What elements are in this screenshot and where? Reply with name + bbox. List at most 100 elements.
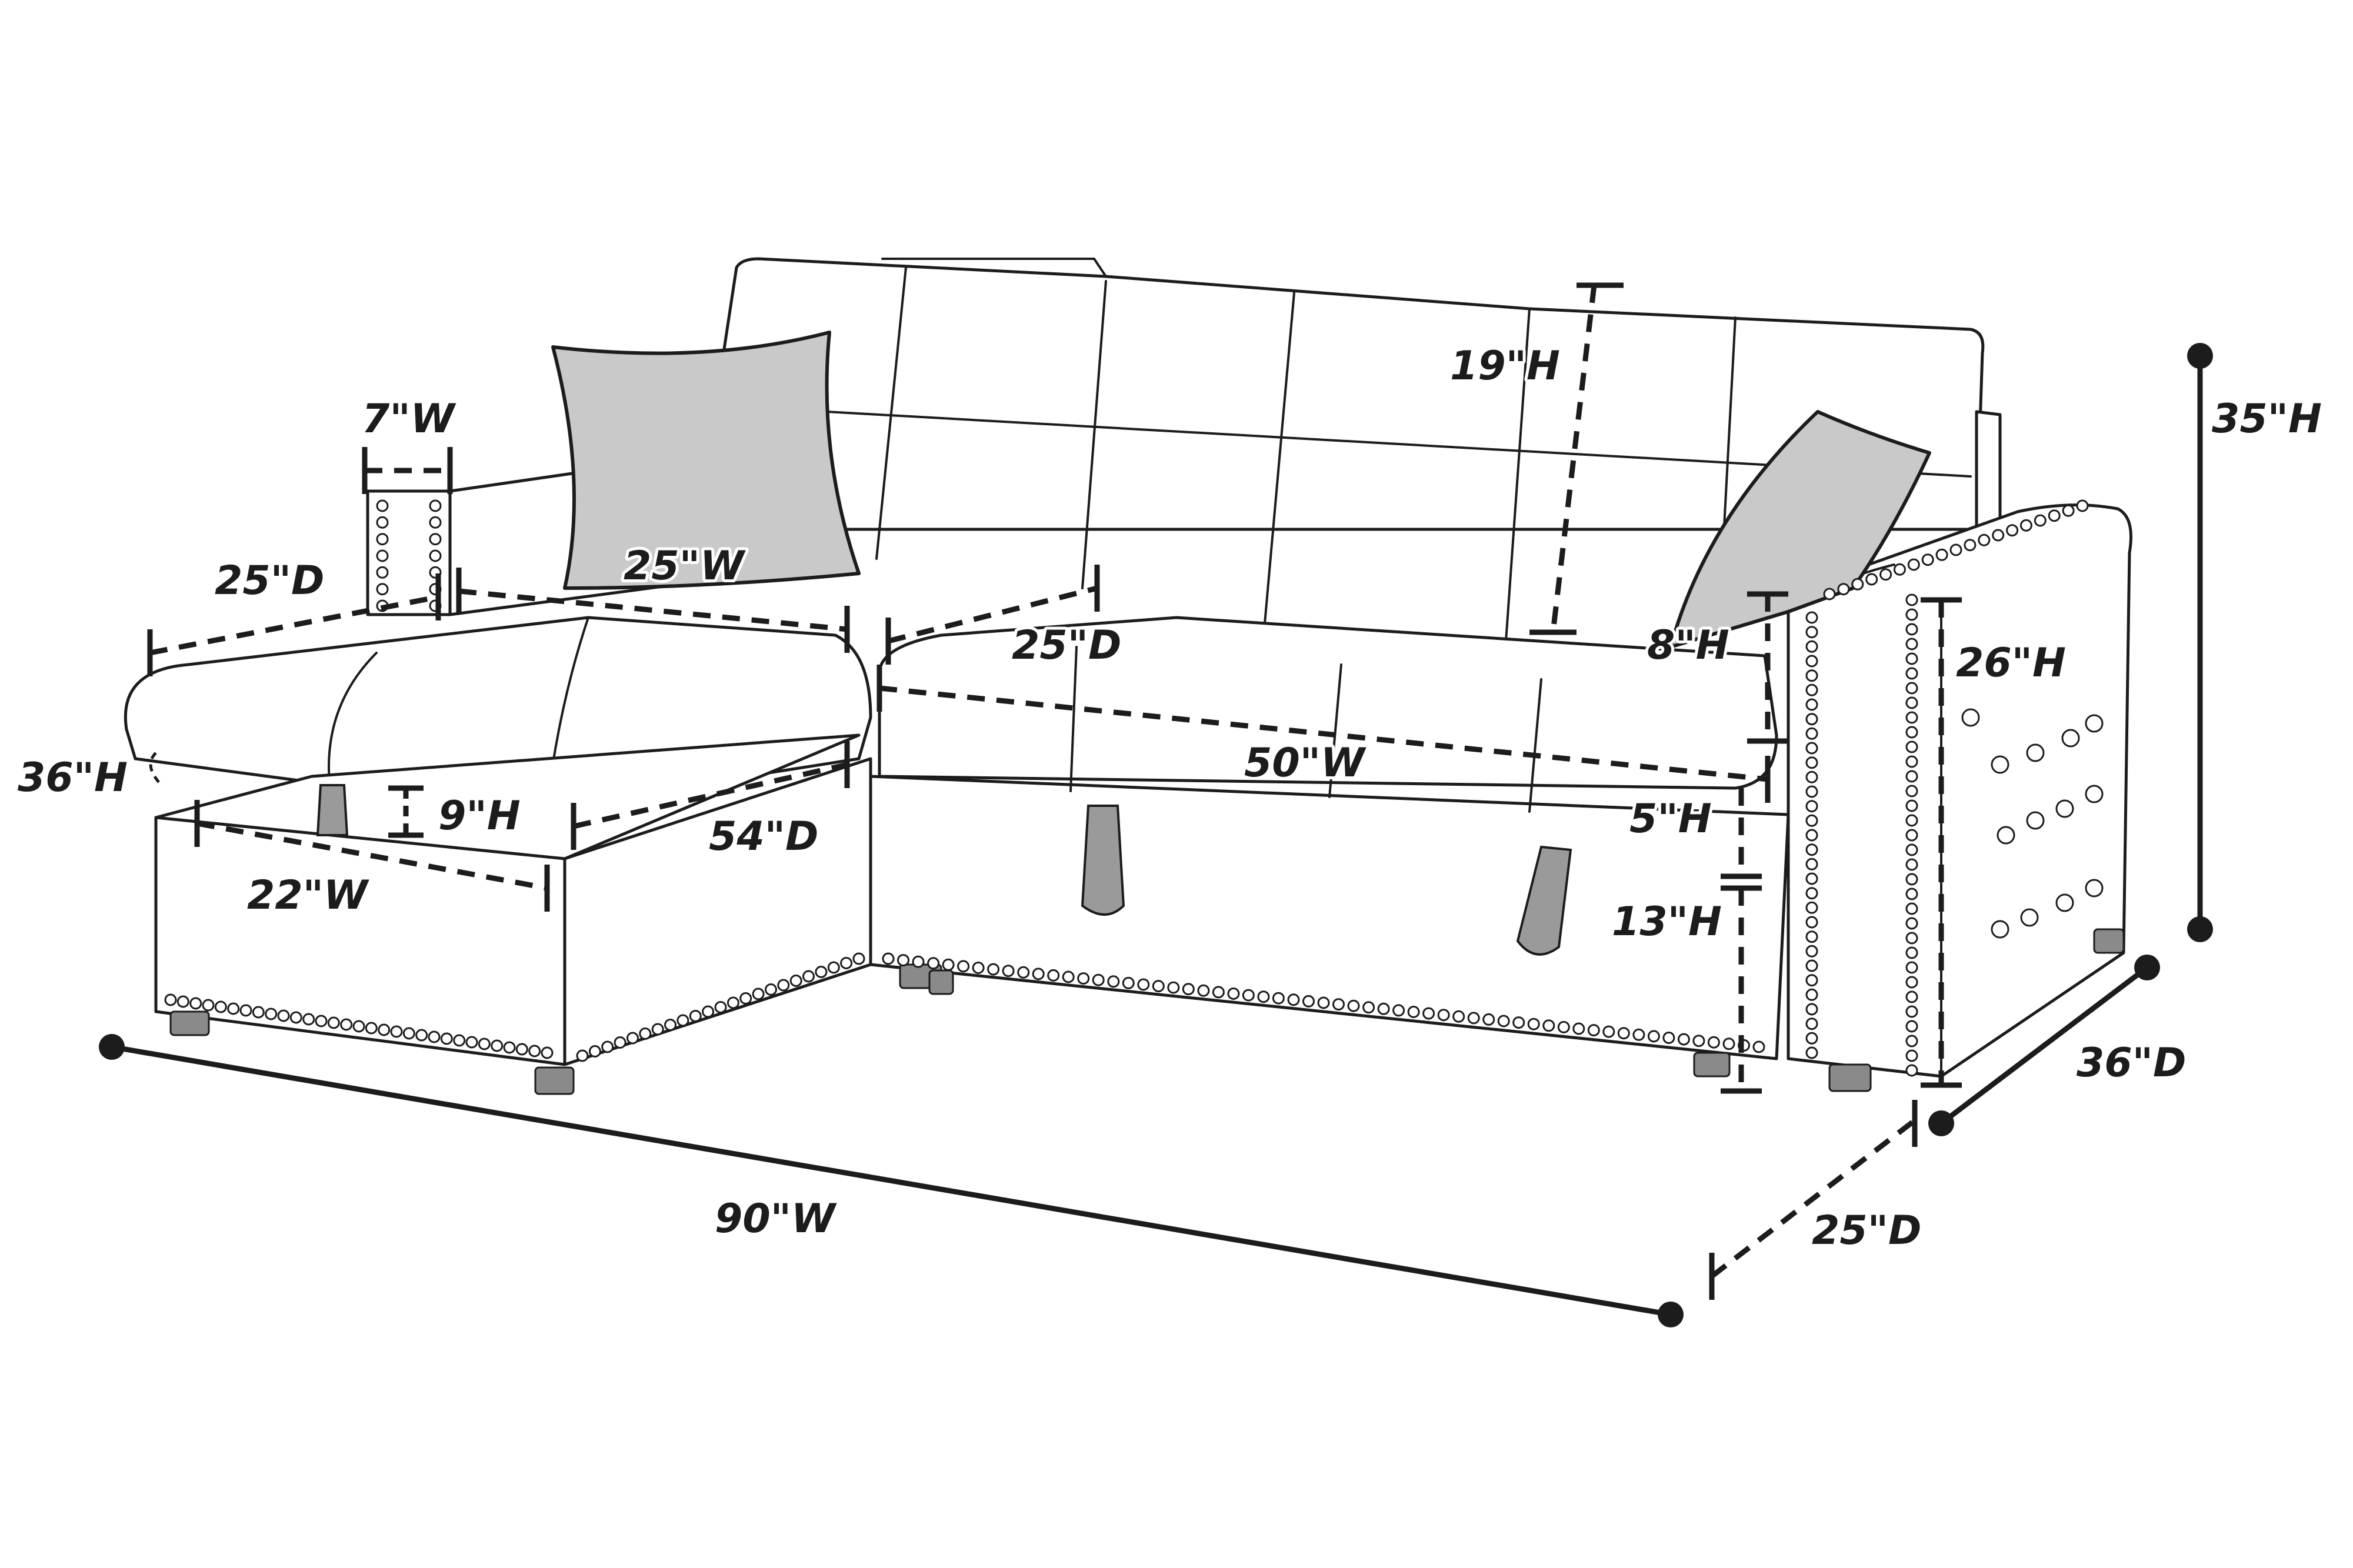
nailhead — [1805, 770, 1818, 783]
nailhead — [478, 1037, 491, 1050]
nailhead — [378, 1023, 391, 1036]
nailhead — [1347, 999, 1360, 1012]
nailhead — [1527, 1017, 1540, 1030]
nailhead — [927, 957, 940, 970]
nailhead — [777, 979, 790, 992]
nailhead — [376, 549, 389, 562]
dimension-lines — [99, 282, 2213, 1327]
nailhead — [1805, 1046, 1818, 1059]
nailhead — [376, 499, 389, 512]
label-overall-width: 90"W — [715, 1196, 837, 1242]
nailhead — [1587, 1024, 1600, 1037]
nailhead — [1893, 563, 1906, 576]
nailhead — [1422, 1007, 1435, 1020]
nailhead — [739, 992, 752, 1005]
nailhead — [1122, 976, 1135, 989]
nailhead — [1805, 843, 1818, 856]
nailhead — [1632, 1028, 1645, 1041]
nailhead — [491, 1039, 504, 1052]
nailhead-trim — [164, 499, 2089, 1077]
nailhead — [912, 955, 925, 968]
nailhead — [1905, 858, 1918, 871]
nailhead — [1805, 683, 1818, 696]
right-pillow — [1669, 410, 1931, 649]
nailhead — [664, 1019, 676, 1031]
nailhead — [1482, 1013, 1495, 1026]
nailhead — [676, 1014, 689, 1027]
nailhead — [1905, 932, 1918, 945]
nailhead — [1823, 588, 1836, 600]
nailhead — [365, 1022, 378, 1035]
nailhead — [1905, 902, 1918, 915]
nailhead — [1905, 726, 1918, 739]
nailhead — [2062, 504, 2075, 517]
nailhead — [1905, 711, 1918, 724]
nailhead — [2048, 509, 2061, 522]
nailhead — [1905, 888, 1918, 900]
nailhead — [1077, 972, 1090, 985]
nailhead — [2034, 514, 2047, 527]
width-line — [111, 1044, 1671, 1317]
nailhead — [588, 1045, 601, 1057]
nailhead — [1905, 740, 1918, 753]
nailhead — [601, 1040, 614, 1053]
nailhead — [1805, 626, 1818, 639]
label-chaise-length: 54"D — [709, 813, 819, 860]
nailhead — [1905, 638, 1918, 650]
nailhead — [1512, 1016, 1525, 1029]
label-arm-side-height: 26"H — [1956, 640, 2066, 686]
nailhead — [1905, 873, 1918, 886]
nailhead — [1805, 742, 1818, 755]
nailhead — [1002, 965, 1015, 978]
nailhead — [1905, 1035, 1918, 1047]
nailhead — [252, 1006, 265, 1019]
nailhead — [1865, 573, 1878, 586]
nailhead — [302, 1013, 315, 1026]
sofa-illustration — [124, 257, 2132, 1095]
nailhead — [1905, 696, 1918, 709]
label-arm-height: 8"H — [1647, 622, 1729, 669]
label-seat-depth-right: 25"D — [1812, 1207, 1922, 1254]
nailhead — [1905, 770, 1918, 783]
nailhead — [429, 549, 442, 562]
nailhead — [1905, 623, 1918, 636]
nailhead — [1377, 1002, 1390, 1015]
label-overall-height: 35"H — [2212, 396, 2322, 442]
label-chaise-arm-depth: 25"D — [215, 558, 325, 604]
nailhead — [1805, 872, 1818, 885]
label-seat-height: 13"H — [1612, 899, 1722, 945]
nailhead — [1905, 917, 1918, 930]
back-cushions — [722, 257, 1985, 531]
nailhead — [1907, 558, 1920, 571]
nailhead — [1905, 755, 1918, 768]
nailhead — [1107, 975, 1120, 988]
nailhead — [1905, 961, 1918, 974]
nailhead — [1905, 593, 1918, 606]
nailhead — [541, 1046, 554, 1059]
nailhead — [639, 1027, 652, 1040]
nailhead — [515, 1043, 528, 1056]
nailhead — [1752, 1040, 1765, 1053]
nailhead — [689, 1010, 702, 1022]
nailhead — [957, 960, 970, 973]
nailhead — [503, 1041, 516, 1054]
label-storage-width: 22"W — [247, 872, 369, 919]
nailhead — [1805, 727, 1818, 740]
nailhead — [429, 533, 442, 546]
nailhead — [1805, 713, 1818, 726]
nailhead — [626, 1032, 639, 1045]
nailhead — [651, 1023, 664, 1036]
label-back-height: 19"H — [1450, 343, 1560, 389]
nailhead — [1905, 1020, 1918, 1033]
nailhead — [1905, 1049, 1918, 1062]
nailhead — [352, 1020, 365, 1033]
nailhead — [1647, 1030, 1660, 1043]
nailhead — [1452, 1010, 1465, 1023]
nailhead — [453, 1034, 466, 1047]
nailhead — [1167, 981, 1180, 994]
nailhead — [1617, 1027, 1630, 1040]
nailhead — [1805, 916, 1818, 929]
nailhead — [987, 963, 1000, 976]
nailhead — [1242, 989, 1255, 1002]
nailhead — [1317, 996, 1330, 1009]
